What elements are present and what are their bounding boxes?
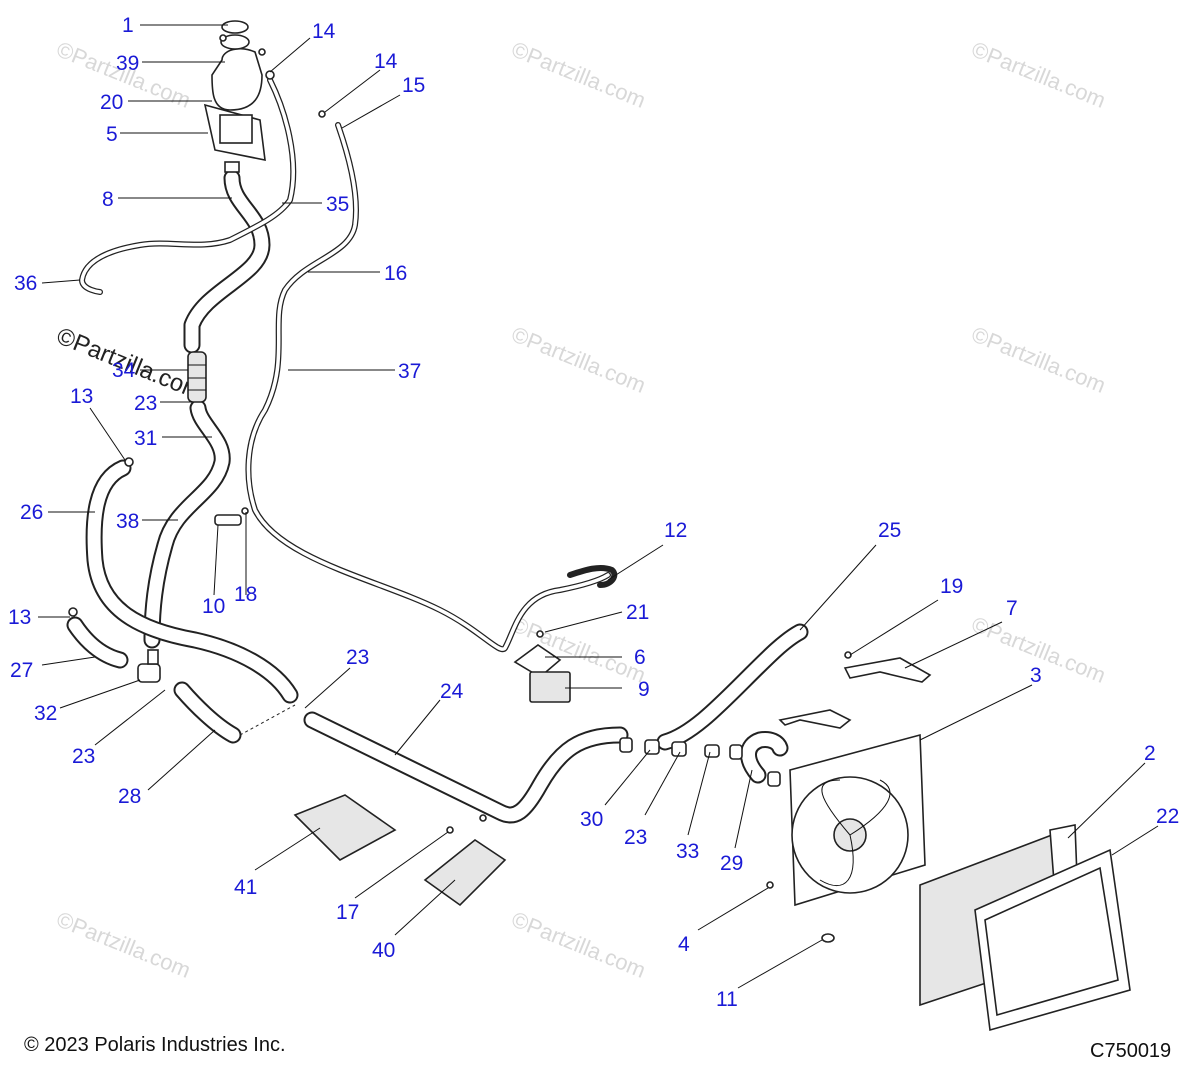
callout-5: 5 xyxy=(106,123,118,146)
callout-7: 7 xyxy=(1006,597,1018,620)
copyright-notice: © 2023 Polaris Industries Inc. xyxy=(24,1034,286,1056)
callout-numbers: 1 39 14 14 15 20 5 8 35 36 16 34 37 23 1… xyxy=(8,14,1179,1011)
callout-6: 6 xyxy=(634,646,646,669)
watermark: ©Partzilla.com xyxy=(968,321,1109,397)
callout-39: 39 xyxy=(116,52,139,75)
callout-35: 35 xyxy=(326,193,349,216)
watermarks: ©Partzilla.com ©Partzilla.com ©Partzilla… xyxy=(53,36,1110,982)
callout-22: 22 xyxy=(1156,805,1179,828)
callout-26: 26 xyxy=(20,501,43,524)
callout-20: 20 xyxy=(100,91,123,114)
callout-16: 16 xyxy=(384,262,407,285)
callout-33: 33 xyxy=(676,840,699,863)
callout-23: 23 xyxy=(346,646,369,669)
callout-32: 32 xyxy=(34,702,57,725)
tee-fittings xyxy=(137,649,781,787)
hose-guards xyxy=(293,794,507,907)
callout-41: 41 xyxy=(234,876,257,899)
diagram-code: C750019 xyxy=(1090,1040,1172,1062)
callout-11: 11 xyxy=(716,988,738,1011)
callout-18: 18 xyxy=(234,583,257,606)
callout-34: 34 xyxy=(112,359,136,382)
radiator-frame xyxy=(974,848,1131,1032)
callout-28: 28 xyxy=(118,785,141,808)
callout-4: 4 xyxy=(678,933,690,956)
hose-coupler xyxy=(187,351,207,403)
callout-23: 23 xyxy=(72,745,95,768)
callout-12: 12 xyxy=(664,519,687,542)
coolant-hoses xyxy=(66,169,809,824)
relay-bracket xyxy=(513,644,571,703)
watermark: ©Partzilla.com xyxy=(968,36,1109,112)
callout-30: 30 xyxy=(580,808,603,831)
callout-10: 10 xyxy=(202,595,225,618)
callout-17: 17 xyxy=(336,901,359,924)
callout-27: 27 xyxy=(10,659,33,682)
callout-37: 37 xyxy=(398,360,421,383)
callout-3: 3 xyxy=(1030,664,1042,687)
callout-1: 1 xyxy=(122,14,134,37)
temperature-sensor xyxy=(214,507,249,526)
callout-38: 38 xyxy=(116,510,139,533)
callout-13: 13 xyxy=(8,606,31,629)
fasteners xyxy=(68,34,852,943)
callout-25: 25 xyxy=(878,519,901,542)
watermark: ©Partzilla.com xyxy=(508,321,649,397)
callout-23: 23 xyxy=(134,392,157,415)
coolant-reservoir xyxy=(203,20,266,173)
callout-9: 9 xyxy=(638,678,650,701)
watermark: ©Partzilla.com xyxy=(508,36,649,112)
callout-13: 13 xyxy=(70,385,93,408)
callout-36: 36 xyxy=(14,272,37,295)
watermark: ©Partzilla.com xyxy=(508,906,649,982)
callout-31: 31 xyxy=(134,427,157,450)
fan-shroud xyxy=(789,733,926,907)
callout-19: 19 xyxy=(940,575,963,598)
callout-2: 2 xyxy=(1144,742,1156,765)
alignment-line xyxy=(239,704,296,736)
overflow-lines xyxy=(79,77,618,653)
callout-24: 24 xyxy=(440,680,464,703)
callout-40: 40 xyxy=(372,939,395,962)
callout-14: 14 xyxy=(312,20,336,43)
callout-21: 21 xyxy=(626,601,649,624)
callout-29: 29 xyxy=(720,852,743,875)
callout-8: 8 xyxy=(102,188,114,211)
watermark: ©Partzilla.com xyxy=(53,906,194,982)
callout-23: 23 xyxy=(624,826,647,849)
callout-15: 15 xyxy=(402,74,425,97)
callout-leaders xyxy=(38,24,1159,989)
callout-14: 14 xyxy=(374,50,398,73)
fan-bracket xyxy=(778,657,932,729)
